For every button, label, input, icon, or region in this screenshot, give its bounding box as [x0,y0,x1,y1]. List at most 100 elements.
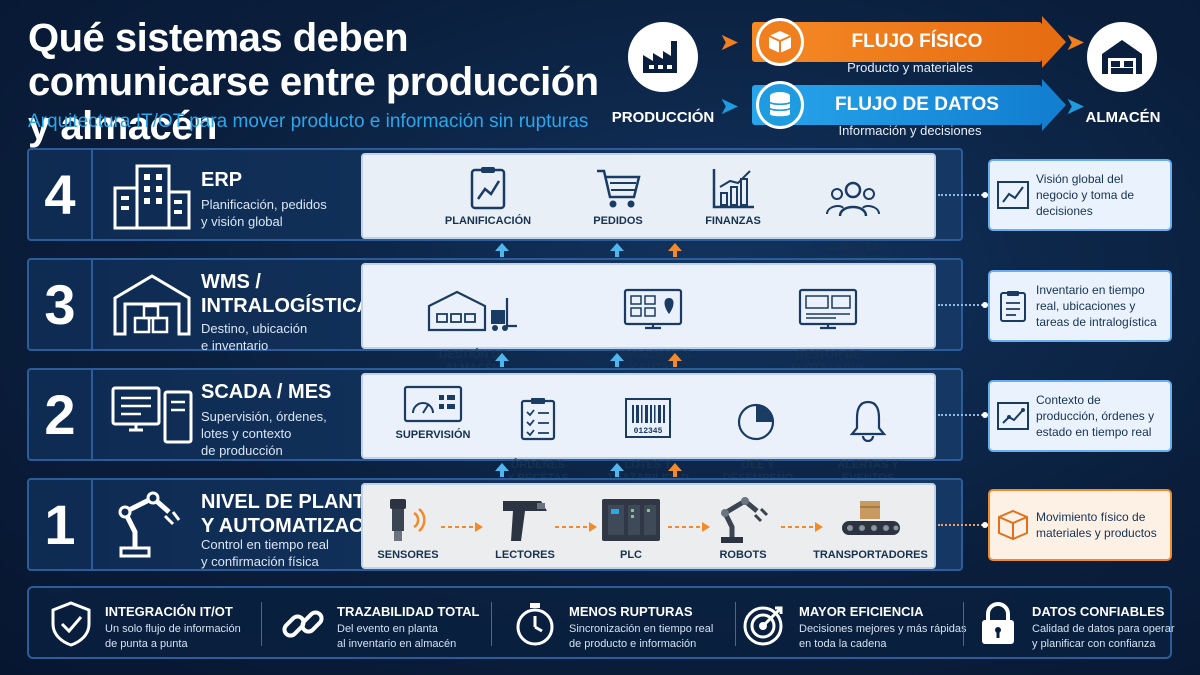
dashed-arrow-icon [781,522,823,532]
benefit-datos: DATOS CONFIABLES Calidad de datos para o… [974,596,1174,652]
box-icon [756,18,804,66]
link-icon [282,610,324,638]
callout-erp: Visión global del negocio y toma de deci… [988,159,1172,231]
scada-panel: SUPERVISIÓN ÓRDENES Y RECETAS 012345 LOT… [361,373,936,484]
erp-panel: PLANIFICACIÓN PEDIDOS FINANZAS CLIENTES … [361,153,936,266]
warehouse-label: ALMACÉN [1085,109,1161,126]
arrow-up-icon [610,243,624,257]
arrow-up-icon [610,463,624,477]
warehouse-forklift-icon [427,290,517,332]
item-gestion-almacen: GESTIÓN DE ALMACÉN [408,275,538,375]
item-robots: ROBOTS [708,495,778,562]
robot-icon [721,497,769,543]
item-planificacion: PLANIFICACIÓN [438,165,538,228]
layer-number: 4 [29,150,93,239]
connector-wms [938,302,988,308]
layer-title: NIVEL DE PLANTA Y AUTOMATIZACIÓN [201,491,400,537]
callout-wms: Inventario en tiempo real, ubicaciones y… [988,270,1172,342]
layer-number: 1 [29,480,93,569]
clipboard-icon [1000,291,1026,322]
chevron-right-icon: ➤ [1065,93,1086,120]
lock-icon [982,602,1014,644]
layer-title: ERP [201,169,243,191]
physical-flow-sub: Producto y materiales [847,60,973,75]
warehouse-icon [113,274,191,336]
robot-arm-icon [118,491,181,558]
monitor-icon [798,288,858,330]
layer-scada-mes: 2 SCADA / MES Supervisión, órdenes,lotes… [27,368,963,484]
plant-panel: SENSORES LECTORES PLC ROBOTS TRANSPORTAD… [361,483,936,569]
warehouse-node-icon [1087,22,1157,92]
benefit-eficiencia: MAYOR EFICIENCIA Decisiones mejores y má… [741,596,967,652]
factory-icon [628,22,698,92]
box-outline-icon [998,509,1028,541]
benefits-bar: INTEGRACIÓN IT/OT Un solo flujo de infor… [27,586,1174,659]
layer-number: 2 [29,370,93,459]
item-supervision: SUPERVISIÓN [378,385,488,442]
item-transportadores: TRANSPORTADORES [808,495,933,562]
map-screen-icon [623,288,683,330]
bar-chart-icon [712,169,754,209]
dashed-arrow-icon [668,522,710,532]
page-subtitle: Arquitectura IT/OT para mover producto e… [28,111,589,132]
database-icon [756,81,804,129]
conveyor-icon [841,501,900,535]
arrow-up-icon [668,243,682,257]
dashboard-icon [403,385,463,423]
item-lectores: LECTORES [485,495,565,562]
connector-plant [938,522,988,528]
arrow-up-icon [495,243,509,257]
scanner-icon [503,501,547,541]
chevron-right-icon: ➤ [719,93,740,120]
barcode-icon: 012345 [625,398,671,438]
data-flow-sub: Información y decisiones [838,123,982,138]
bell-icon [849,400,887,442]
buildings-icon [113,164,191,230]
benefit-rupturas: MENOS RUPTURAS Sincronización en tiempo … [511,596,731,652]
item-gestor-flota: GESTOR DE FLOTA / AGVs [758,275,898,375]
item-plc: PLC [596,495,666,562]
callout-scada: Contexto de producción, órdenes y estado… [988,380,1172,452]
dashed-arrow-icon [441,522,483,532]
item-oee: OEE Y DESEMPEÑO [708,385,808,485]
physical-flow-label: FLUJO FÍSICO [851,31,983,52]
arrow-up-icon [495,353,509,367]
item-pedidos: PEDIDOS [568,165,668,228]
checklist-icon [520,398,556,441]
benefit-integracion: INTEGRACIÓN IT/OT Un solo flujo de infor… [47,596,257,652]
data-flow-label: FLUJO DE DATOS [835,94,999,115]
target-icon [743,606,783,646]
clipboard-chart-icon [470,167,506,210]
line-chart-icon [997,181,1029,209]
barcode-text: 012345 [634,427,663,436]
people-icon [826,181,880,217]
connector-scada [938,412,988,418]
plc-icon [602,499,660,541]
sensor-icon [390,499,426,541]
computer-icon [111,386,193,444]
production-label: PRODUCCIÓN [611,109,715,126]
layer-plant: 1 NIVEL DE PLANTA Y AUTOMATIZACIÓN Contr… [27,478,963,571]
chevron-right-icon: ➤ [719,29,740,56]
arrow-up-icon [610,353,624,367]
page-title: Qué sistemas deben comunicarse entre pro… [28,16,599,148]
item-alertas: ALERTAS Y EVENTOS [818,385,918,485]
layer-title: SCADA / MES [201,381,332,403]
item-sensores: SENSORES [373,495,443,562]
callout-plant: Movimiento físico de materiales y produc… [988,489,1172,561]
cart-icon [597,169,641,208]
item-clientes: CLIENTES Y PROVEEDORES [793,165,913,267]
layer-number: 3 [29,260,93,349]
item-finanzas: FINANZAS [688,165,778,228]
stopwatch-icon [516,603,554,646]
wms-panel: GESTIÓN DE ALMACÉN UBICACIONES Y RUTAS G… [361,263,936,374]
arrow-up-icon [668,353,682,367]
dashed-arrow-icon [555,522,597,532]
arrow-up-icon [668,463,682,477]
